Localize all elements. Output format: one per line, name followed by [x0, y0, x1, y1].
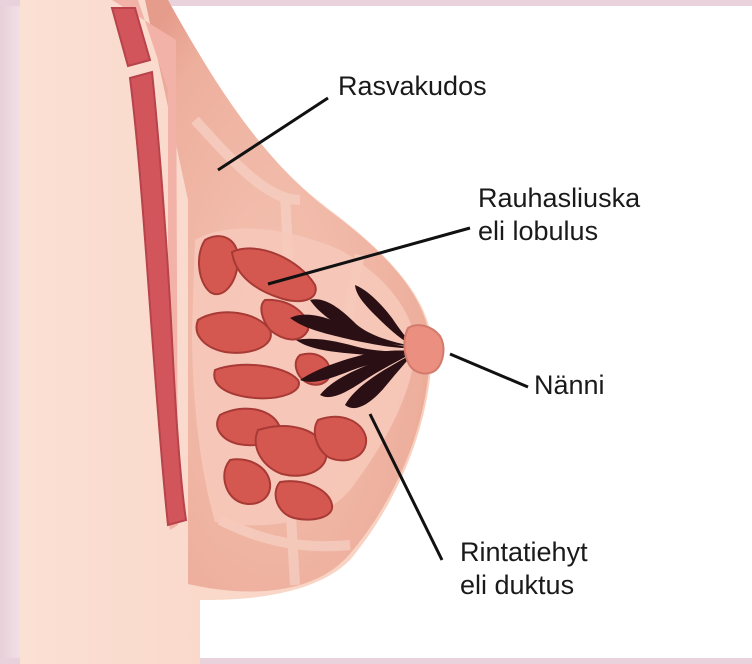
nipple-shape — [404, 325, 443, 373]
label-lobule-line1: Rauhasliuska — [478, 182, 640, 215]
label-nipple: Nänni — [534, 369, 605, 402]
label-duct-line1: Rintatiehyt — [460, 536, 588, 569]
label-duct: Rintatiehyt eli duktus — [460, 536, 588, 602]
label-duct-line2: eli duktus — [460, 569, 588, 602]
label-lobule: Rauhasliuska eli lobulus — [478, 182, 640, 248]
label-lobule-line2: eli lobulus — [478, 215, 640, 248]
label-fat-tissue: Rasvakudos — [338, 70, 487, 103]
